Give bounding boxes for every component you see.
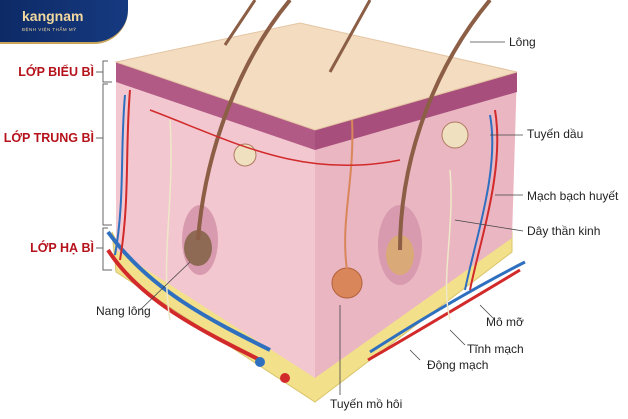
artery: [469, 109, 499, 291]
artery: [106, 248, 261, 362]
nerve: [165, 119, 172, 321]
vein: [106, 230, 271, 352]
sweat-gland: [331, 267, 363, 299]
leader-lines: [139, 41, 524, 395]
hair-shaft: [223, 0, 257, 46]
label-sweat-gland: Tuyến mồ hôi: [330, 397, 403, 411]
label-vein: Tĩnh mạch: [467, 342, 524, 356]
label-fat-tissue: Mô mỡ: [486, 315, 524, 329]
label-artery: Động mạch: [427, 358, 489, 372]
layer-label-dermis: LỚP TRUNG BÌ: [3, 131, 94, 145]
label-hair: Lông: [509, 35, 536, 49]
hair-shaft: [328, 0, 372, 73]
vein-cut: [255, 357, 265, 367]
label-hair-follicle: Nang lông: [96, 304, 151, 318]
label-sebaceous-gland: Tuyến dầu: [527, 127, 584, 141]
hair-shaft: [196, 0, 292, 241]
logo: kangnam BỆNH VIỆN THẨM MỸ: [0, 0, 128, 44]
hair-shaft: [398, 0, 492, 251]
hair-bulb-left: [184, 230, 212, 266]
plexus-artery: [149, 109, 401, 167]
hair-bulb-right: [386, 235, 414, 275]
skin-surface: [114, 22, 518, 131]
layer-brackets: [96, 60, 112, 271]
front-face: [116, 62, 315, 378]
label-nerve: Dây thần kinh: [527, 224, 601, 238]
layer-label-hypodermis: LỚP HẠ BÌ: [30, 241, 94, 255]
nerve: [445, 169, 452, 321]
artery-cut: [280, 373, 290, 383]
sebaceous-gland: [441, 121, 469, 149]
logo-subtitle: BỆNH VIỆN THẨM MỸ: [22, 27, 77, 32]
artery: [367, 268, 521, 362]
logo-brand: kangnam: [22, 8, 84, 24]
label-lymph-vessel: Mạch bạch huyết: [527, 189, 619, 203]
sebaceous-gland: [233, 143, 257, 167]
artery: [119, 89, 131, 261]
epidermis-right: [315, 72, 517, 150]
vein: [369, 260, 526, 354]
epidermis-front: [116, 62, 315, 150]
layer-label-epidermis: LỚP BIỂU BÌ: [18, 65, 94, 79]
sweat-duct: [344, 119, 354, 271]
vein: [114, 94, 126, 256]
